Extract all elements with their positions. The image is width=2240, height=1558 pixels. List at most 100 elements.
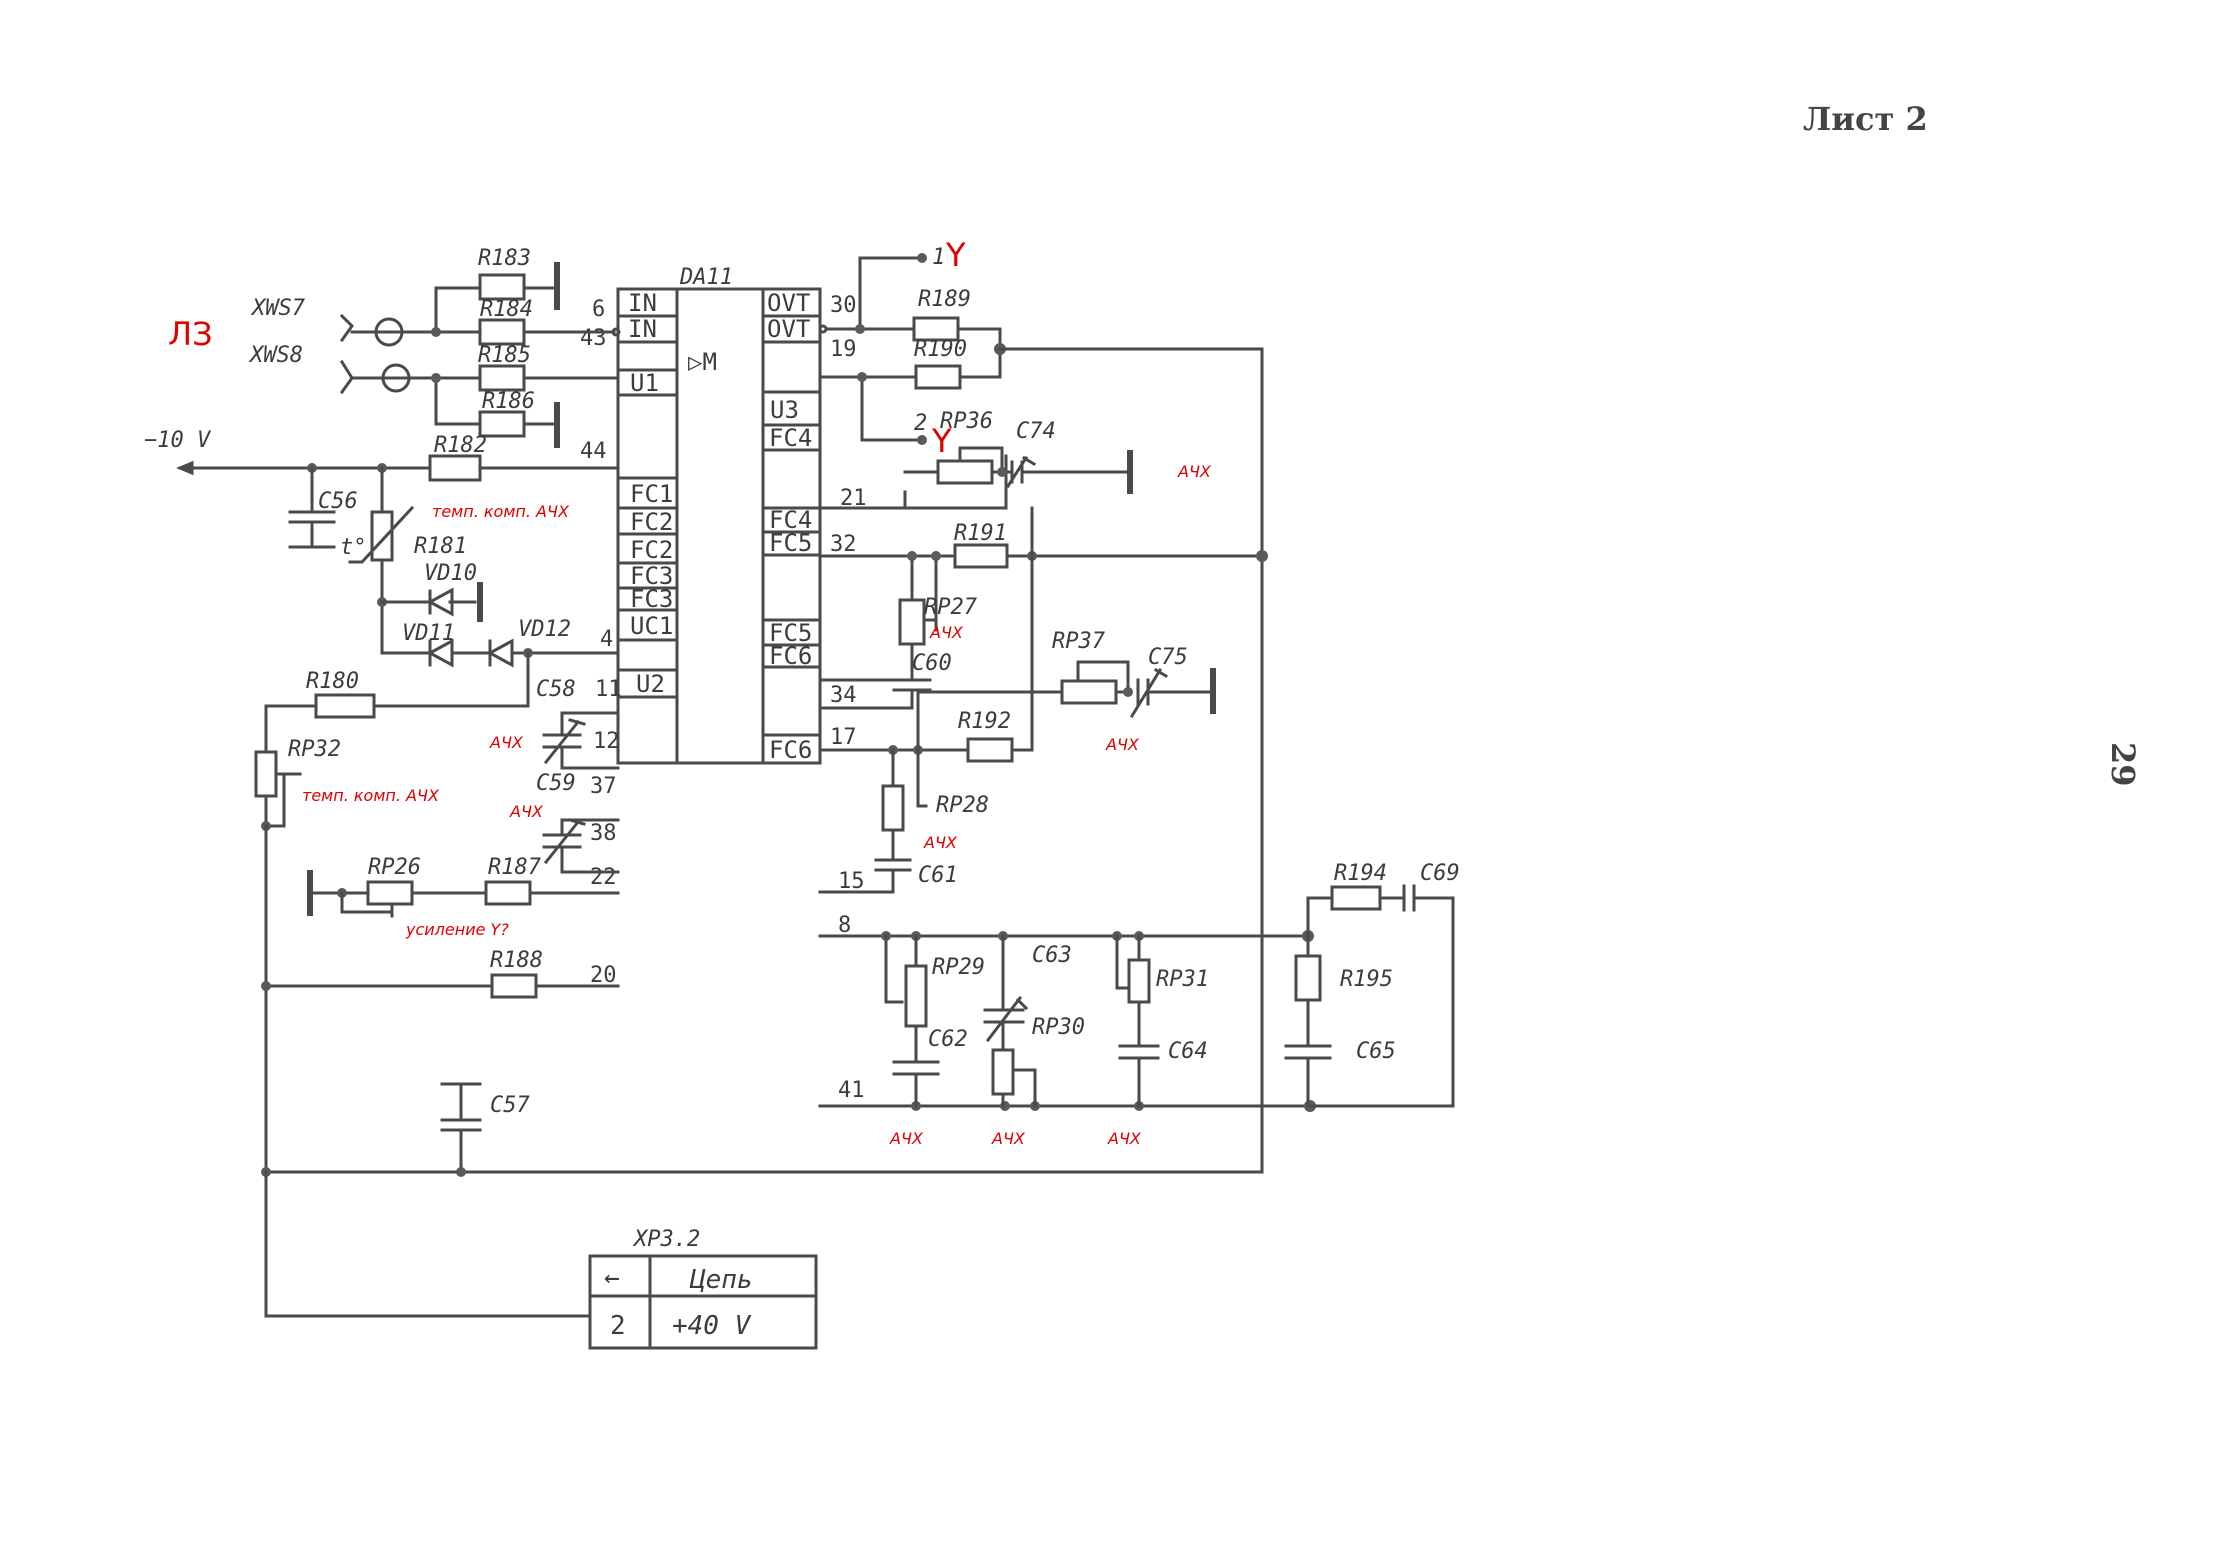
label-rp32: RP32 [288,737,341,762]
label-c64: C64 [1168,1039,1208,1064]
label-rp37: RP37 [1052,629,1106,654]
label-rp30: RP30 [1032,1015,1085,1040]
fc4-network [818,446,1268,710]
label-r195: R195 [1340,967,1393,992]
ic-pin-name: FC5 [769,619,812,647]
label-c59: C59 [536,771,576,796]
connector-table [588,1254,818,1350]
label-r182: R182 [434,433,487,458]
pin-number: 38 [590,821,617,846]
ic-pin-name: U2 [636,670,665,698]
pin-number: 20 [590,963,617,988]
pin-number: 30 [830,293,857,318]
connector-table-pin: 2 [610,1311,626,1341]
ic-pin-name: IN [628,289,657,317]
label-r185: R185 [478,343,531,368]
pin-number: 11 [595,677,622,702]
output-1-annotation: Y [945,236,966,274]
ic-pin-name: FC2 [630,508,673,536]
fc5-network [818,554,1216,894]
ic-pin-name: FC6 [769,642,812,670]
ic-pin-name: OVT [767,289,810,317]
label-vd12: VD12 [518,617,571,642]
ic-pin-name: FC5 [769,529,812,557]
connector-table-dir-header: ← [604,1263,620,1293]
sheet-title: Лист 2 [1803,100,1928,138]
connector-xws7: XWS7 [250,296,306,321]
pin-number: 34 [830,683,857,708]
label-c58: C58 [536,677,576,702]
label-c74: C74 [1016,419,1056,444]
input-group-annotation: ЛЗ [168,315,213,353]
ic-pin-name: FC6 [769,736,812,764]
label-r186: R186 [482,389,535,414]
connector-table-ref: XP3.2 [632,1227,700,1252]
pin-number: 43 [580,326,607,351]
ic-ref: DA11 [679,265,733,290]
gain-annotation: усиление Y? [405,920,509,939]
output-2-annotation: Y [931,422,952,460]
temp-comp-annotation-1: темп. комп. АЧХ [432,502,570,521]
label-c75: C75 [1148,645,1188,670]
pin-number: 22 [590,865,617,890]
gain-network [261,824,1264,1318]
ic-pin-name: UC1 [630,612,673,640]
pin-number: 4 [600,627,613,652]
output-2-number: 2 [914,411,927,436]
output-network [818,253,1264,1174]
label-r192: R192 [958,709,1011,734]
input-network [339,262,621,448]
afc-annotation: АЧХ [1107,1129,1142,1148]
ic-pin-name: U3 [770,396,799,424]
label-rp36: RP36 [940,409,993,434]
label-r190: R190 [914,337,967,362]
pin-number: 44 [580,439,607,464]
afc-annotation: АЧХ [1105,735,1140,754]
connector-table-circuit-header: Цепь [689,1265,753,1295]
pin-number: 19 [830,337,857,362]
label-r181: R181 [414,534,467,559]
label-rp26: RP26 [368,855,421,880]
connector-table-circuit: +40 V [672,1311,752,1341]
ic-pin-name: FC4 [769,506,812,534]
label-r189: R189 [918,287,971,312]
label-rp29: RP29 [932,955,985,980]
label-c57: C57 [490,1093,530,1118]
label-vd11: VD11 [402,621,455,646]
afc-annotation: АЧХ [1177,462,1212,481]
pin-number: 6 [592,297,605,322]
pin-number: 12 [593,729,620,754]
temp-comp-annotation-2: темп. комп. АЧХ [302,786,440,805]
fc2-fc3-network [542,711,620,874]
afc-annotation: АЧХ [889,1129,924,1148]
label-c62: C62 [928,1027,968,1052]
ic-pin-name: U1 [630,369,659,397]
ic-pin-name: FC1 [630,480,673,508]
pin-number: 32 [830,532,857,557]
fc6-network [818,884,1455,1112]
afc-annotation: АЧХ [929,623,964,642]
output-1-number: 1 [932,245,945,270]
supply-network [176,454,620,831]
label-r194: R194 [1334,861,1387,886]
label-vd10: VD10 [424,561,477,586]
pin-number: 37 [590,774,617,799]
connector-xws8: XWS8 [248,343,303,368]
label-r188: R188 [490,948,543,973]
label-c65: C65 [1356,1039,1396,1064]
afc-annotation: АЧХ [923,833,958,852]
ic-pin-name: FC3 [630,562,673,590]
afc-annotation: АЧХ [489,733,524,752]
label-r184: R184 [480,297,533,322]
pin-number: 17 [830,725,857,750]
label-r183: R183 [478,246,531,271]
ic-pin-name: FC3 [630,585,673,613]
label-c61: C61 [918,863,958,888]
label-rp27: RP27 [924,595,978,620]
afc-annotation: АЧХ [509,802,544,821]
page-number: 29 [2104,742,2142,787]
pin-number: 41 [838,1078,865,1103]
label-rp31: RP31 [1156,967,1209,992]
ic-pin-name: OVT [767,315,810,343]
